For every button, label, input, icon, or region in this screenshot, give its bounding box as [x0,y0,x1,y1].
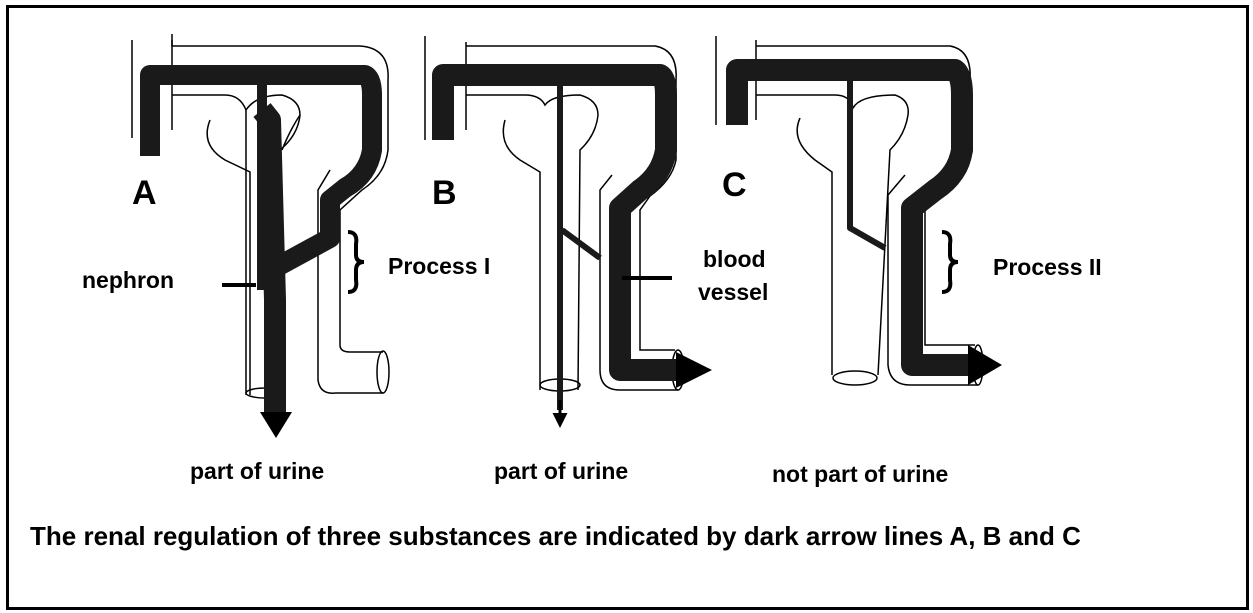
arrowhead-c [968,345,1002,385]
panel-a [132,34,389,438]
process-1-brace [348,232,364,292]
figure-caption: The renal regulation of three substances… [30,520,1210,554]
substance-path-b [443,75,680,410]
outcome-c: not part of urine [772,463,948,486]
nephron-label: nephron [82,269,174,292]
panel-letter-a: A [132,176,157,210]
outcome-b: part of urine [494,460,628,483]
panel-c [716,36,1002,385]
blood-vessel-label-line1: blood [703,248,766,271]
panel-letter-c: C [722,168,747,202]
substance-path-a [150,75,372,415]
process-2-brace [942,232,958,292]
blood-vessel-label-line2: vessel [698,281,768,304]
panel-b [425,36,712,425]
outcome-a: part of urine [190,460,324,483]
blood-vessel-b [466,46,684,390]
arrowhead-b-vessel [676,352,712,388]
substance-path-c [737,70,975,365]
process-2-label: Process II [993,256,1102,279]
arrowhead-a [260,412,292,438]
process-1-label: Process I [388,255,490,278]
panel-letter-b: B [432,176,457,210]
